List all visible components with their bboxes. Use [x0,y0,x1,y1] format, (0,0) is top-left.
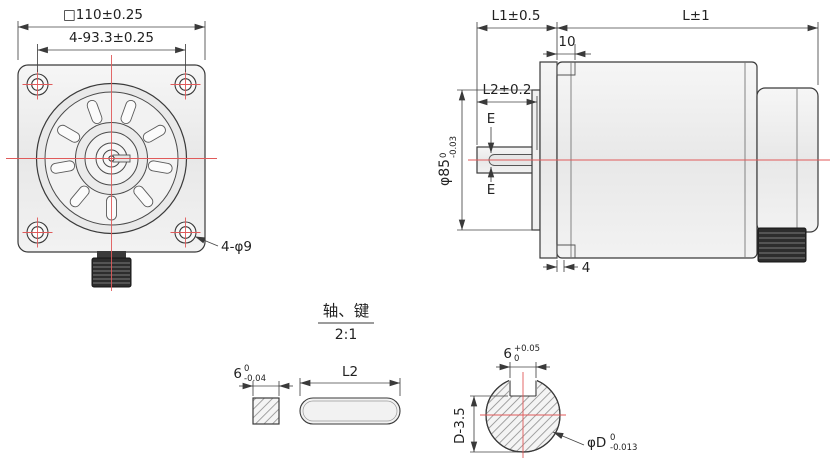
dim-groove: 4 [543,260,590,276]
dim-pilot-base: φ85 [437,159,453,186]
bolt-hole-bottom-left [22,217,53,248]
dim-keyway-e-bottom: E [487,166,496,198]
dim-key-width-base: 6 [233,366,242,382]
shaft-section [480,372,566,458]
dim-key-width-lower: -0.04 [244,374,266,384]
cable-connector-side [757,227,807,263]
dim-l-label: L±1 [682,8,709,24]
shaft-section-centerlines [480,372,566,458]
detail-title: 轴、键 [323,302,370,320]
dim-l1-label: L1±0.5 [492,8,541,24]
dim-l1: L1±0.5 [476,8,558,145]
dim-bolt-spacing-label: 4-93.3±0.25 [69,30,154,46]
dim-slot-width-base: 6 [503,346,512,362]
dim-shaft-diameter: φD 0 -0.013 [552,431,637,453]
dim-slot-width-lower: 0 [514,354,519,364]
dim-e-bottom-label: E [487,182,496,198]
mount-groove-bottom [556,244,576,258]
detail-title-block: 轴、键 2:1 [318,302,374,343]
dim-flat-depth-label: D-3.5 [452,407,468,444]
dim-key-width: 6 0 -0.04 [233,364,293,396]
dim-keyway-e-top: E [487,111,496,154]
dim-pilot-upper: 0 [439,153,449,158]
dim-flange-size-label: □110±0.25 [63,7,143,23]
dim-groove-label: 4 [582,260,591,276]
front-centerlines [6,55,217,291]
dim-shaft-dia-base: φD [587,435,606,451]
callout-bolt-holes-label: 4-φ9 [221,239,252,255]
bolt-hole-bottom-right [170,217,201,248]
dim-front-offset-label: 10 [558,34,575,50]
dim-key-length-label: L2 [342,364,358,380]
callout-bolt-holes: 4-φ9 [194,236,252,255]
dim-slot-width: 6 +0.05 0 [496,344,550,378]
dim-flange-size: □110±0.25 [17,7,206,60]
dim-l: L±1 [556,8,819,85]
dim-slot-width-upper: +0.05 [514,344,540,354]
dim-bolt-spacing: 4-93.3±0.25 [37,30,186,72]
key-section [252,397,280,425]
key-side [299,397,401,425]
dim-shaft-dia-upper: 0 [610,433,615,443]
fan-grille [50,99,173,221]
dim-pilot-lower: -0.03 [449,136,459,158]
mount-groove-top [556,62,576,76]
side-view: L1±0.5 L±1 10 L2±0.2 E E [437,8,830,276]
dim-e-top-label: E [487,111,496,127]
detail-scale: 2:1 [335,327,358,343]
dim-shaft-dia-lower: -0.013 [610,443,637,453]
bolt-hole-top-right [170,69,201,100]
dim-flat-depth: D-3.5 [452,395,521,453]
dim-front-offset: 10 [543,34,591,60]
detail-view: 轴、键 2:1 6 0 -0.04 L2 [233,302,637,458]
front-view: □110±0.25 4-93.3±0.25 4-φ9 [6,7,252,291]
dim-key-width-upper: 0 [244,364,249,374]
bolt-hole-top-left [22,69,53,100]
dim-pilot-diameter: φ85 0 -0.03 [437,89,534,231]
dim-key-length: L2 [299,364,401,396]
